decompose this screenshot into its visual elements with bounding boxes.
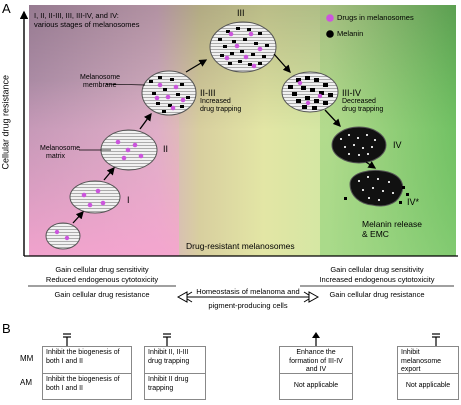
membrane-label-line1: Melanosome — [80, 74, 121, 81]
stage-III-label: III — [237, 8, 245, 18]
stage-III-IV-label: III-IV — [342, 88, 362, 98]
legend-drug-dot — [326, 14, 334, 22]
matrix-label-line1: Melanosome — [40, 145, 81, 152]
legend-melanin-dot — [326, 30, 334, 38]
box-3: Enhance the formation of III-IV and IV N… — [279, 346, 353, 400]
melanosome-stage-I — [69, 180, 121, 214]
stage-I-label: I — [127, 195, 130, 205]
box-1-mm: Inhibit the biogenesis of both I and II — [43, 347, 131, 374]
release-label-line2: & EMC — [362, 229, 389, 239]
box-3-am: Not applicable — [293, 382, 339, 389]
right-text-line3: Gain cellular drug resistance — [329, 290, 425, 299]
right-text-line1: Gain cellular drug sensitivity — [330, 265, 424, 274]
stages-note-line2: various stages of melanosomes — [34, 20, 140, 29]
membrane-label-line2: membrane — [83, 82, 117, 89]
left-text-line1: Gain cellular drug sensitivity — [55, 265, 149, 274]
stage-II-III-label: II-III — [200, 88, 216, 98]
stage-IV-star-label: IV* — [407, 197, 420, 207]
box-2: Inhibit II, II-III drug trapping Inhibit… — [144, 346, 206, 400]
matrix-label-line2: matrix — [46, 153, 66, 160]
middle-zone-label: Drug-resistant melanosomes — [186, 241, 295, 251]
legend-drugs-label: Drugs in melanosomes — [337, 13, 414, 22]
stages-note-line1: I, II, II-III, III, III-IV, and IV: — [34, 11, 119, 20]
panel-b-letter: B — [2, 321, 11, 336]
row-label-am: AM — [20, 378, 32, 387]
box-2-mm: Inhibit II, II-III drug trapping — [145, 347, 205, 374]
left-text-line3: Gain cellular drug resistance — [54, 290, 150, 299]
panel-a-letter: A — [2, 1, 11, 16]
stage-II-III-sub2: drug trapping — [200, 106, 242, 113]
box-4: Inhibit melanosome export Not applicable — [397, 346, 459, 400]
center-text-line1: Homeostasis of melanoma and — [196, 287, 300, 296]
box-1: Inhibit the biogenesis of both I and II … — [42, 346, 132, 400]
stage-II-label: II — [163, 144, 169, 154]
melanosome-stage-II-III — [141, 70, 197, 116]
row-label-mm: MM — [20, 354, 34, 363]
y-axis-label: Cellular drug resistance — [0, 74, 11, 170]
panel-b-symbols — [63, 332, 440, 346]
box-1-am: Inhibit the biogenesis of both I and II — [46, 376, 120, 392]
enhance-arrow-icon — [312, 332, 320, 338]
box-4-am: Not applicable — [405, 382, 451, 389]
stage-II-III-sub1: Increased — [200, 98, 231, 105]
melanosome-stage-IV-star — [349, 170, 404, 207]
stage-III-IV-sub2: drug trapping — [342, 106, 384, 113]
melanosome-early — [45, 222, 81, 250]
stage-IV-label: IV — [393, 140, 402, 150]
box-4-mm: Inhibit melanosome export — [398, 347, 458, 374]
box-3-mm: Enhance the formation of III-IV and IV — [280, 347, 352, 374]
legend-melanin-label: Melanin — [337, 29, 364, 38]
box-2-am: Inhibit II drug trapping — [148, 376, 189, 392]
melanosome-stage-IV — [331, 126, 387, 164]
right-text-line2: Increased endogenous cytotoxicity — [319, 275, 435, 284]
release-label-line1: Melanin release — [362, 219, 423, 229]
center-text-line2: pigment-producing cells — [208, 301, 288, 310]
left-text-line2: Reduced endogenous cytotoxicity — [45, 275, 159, 284]
stage-III-IV-sub1: Decreased — [342, 98, 376, 105]
